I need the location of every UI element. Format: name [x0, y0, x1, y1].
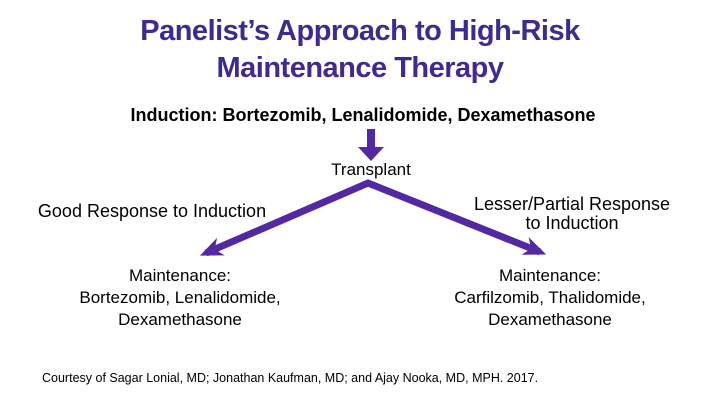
maintenance-right-line1: Maintenance:: [498, 266, 602, 285]
transplant-down-arrow-icon: [358, 129, 384, 161]
lesser-response-line2: to Induction: [525, 213, 619, 233]
transplant-label: Transplant: [331, 160, 411, 179]
lesser-response-line1: Lesser/Partial Response: [473, 194, 671, 214]
maintenance-left-block: Maintenance: Bortezomib, Lenalidomide, D…: [60, 265, 300, 331]
maintenance-right-line3: Dexamethasone: [488, 310, 612, 329]
slide-title-line1: Panelist’s Approach to High-Risk: [140, 15, 580, 47]
maintenance-left-line1: Maintenance:: [128, 266, 232, 285]
maintenance-left-line2: Bortezomib, Lenalidomide,: [79, 288, 281, 307]
maintenance-left-line3: Dexamethasone: [118, 310, 242, 329]
slide-title-line2: Maintenance Therapy: [216, 52, 504, 84]
lesser-response-label: Lesser/Partial Response to Induction: [460, 195, 684, 233]
induction-label: Induction: Bortezomib, Lenalidomide, Dex…: [130, 105, 596, 125]
credit-line: Courtesy of Sagar Lonial, MD; Jonathan K…: [42, 371, 539, 385]
branch-arrows-icon: [199, 179, 547, 257]
maintenance-right-block: Maintenance: Carfilzomib, Thalidomide, D…: [430, 265, 670, 331]
maintenance-right-line2: Carfilzomib, Thalidomide,: [454, 288, 646, 307]
slide-title: Panelist’s Approach to High-Risk Mainten…: [0, 13, 720, 87]
good-response-label: Good Response to Induction: [37, 201, 267, 221]
